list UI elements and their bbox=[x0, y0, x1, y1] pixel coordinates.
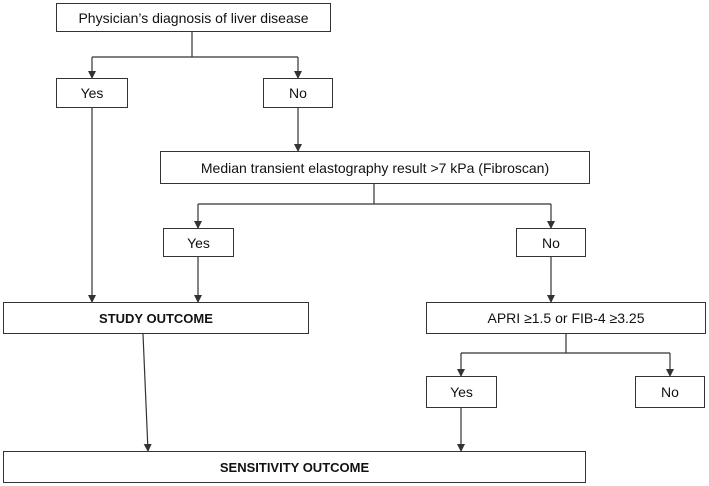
yes1-label: Yes bbox=[80, 85, 104, 101]
no2-box: No bbox=[516, 228, 586, 257]
yes2-label: Yes bbox=[187, 234, 210, 251]
apri-label: APRI ≥1.5 or FIB-4 ≥3.25 bbox=[487, 310, 645, 326]
study-outcome-label: STUDY OUTCOME bbox=[99, 310, 213, 326]
edge-diagnosis-split bbox=[92, 31, 298, 58]
yes3-box: Yes bbox=[426, 376, 497, 408]
yes3-label: Yes bbox=[450, 384, 473, 400]
apri-box: APRI ≥1.5 or FIB-4 ≥3.25 bbox=[426, 302, 706, 334]
no2-label: No bbox=[542, 234, 560, 251]
no1-label: No bbox=[289, 85, 307, 101]
edge-apri-split bbox=[461, 334, 670, 354]
sensitivity-outcome-label: SENSITIVITY OUTCOME bbox=[219, 459, 370, 475]
no3-box: No bbox=[635, 376, 705, 408]
study-outcome-box: STUDY OUTCOME bbox=[3, 302, 309, 334]
edge-elastography-split bbox=[198, 184, 551, 205]
elastography-box: Median transient elastography result >7 … bbox=[160, 151, 590, 184]
yes1-box: Yes bbox=[56, 78, 128, 108]
no3-label: No bbox=[661, 384, 679, 400]
diagnosis-label: Physician’s diagnosis of liver disease bbox=[78, 9, 309, 26]
sensitivity-outcome-box: SENSITIVITY OUTCOME bbox=[3, 451, 586, 483]
no1-box: No bbox=[263, 78, 333, 108]
elastography-label: Median transient elastography result >7 … bbox=[200, 159, 550, 176]
diagnosis-box: Physician’s diagnosis of liver disease bbox=[56, 3, 331, 32]
yes2-box: Yes bbox=[163, 228, 234, 257]
edge-study-sensitivity bbox=[142, 333, 152, 452]
